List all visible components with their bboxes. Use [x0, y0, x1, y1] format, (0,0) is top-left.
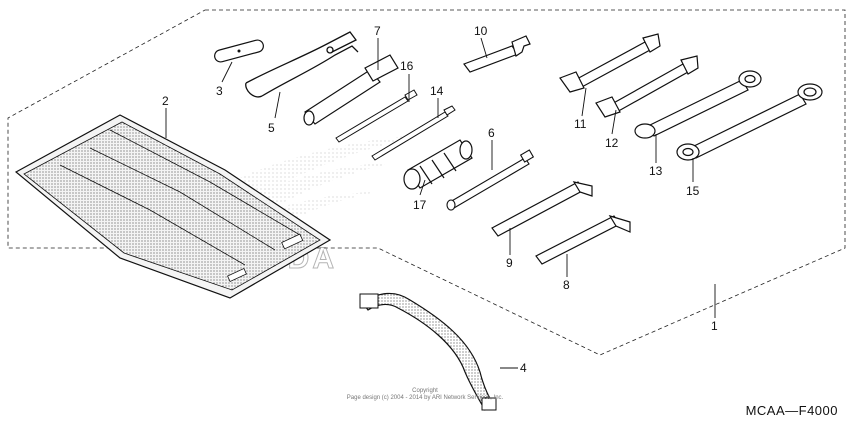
callout-7: 7: [374, 24, 381, 38]
plate-tool: [214, 39, 264, 63]
callout-16: 16: [400, 59, 414, 73]
wrench-11: [559, 33, 661, 93]
callout-1: 1: [711, 319, 718, 333]
hex-key-8: [535, 214, 631, 265]
copyright-notice: Copyright Page design (c) 2004 - 2014 by…: [300, 388, 550, 402]
copyright-line-1: Copyright: [412, 388, 438, 394]
callout-2: 2: [162, 94, 169, 108]
wrench-12: [595, 55, 699, 118]
tool-bag: [14, 114, 332, 299]
callout-4: 4: [520, 361, 527, 375]
wrench-15: [676, 83, 823, 161]
callout-8: 8: [563, 278, 570, 292]
callout-6: 6: [488, 126, 495, 140]
callout-10: 10: [474, 24, 488, 38]
callout-3: 3: [216, 84, 223, 98]
socket-extension: [303, 54, 399, 126]
callout-11: 11: [574, 117, 587, 131]
assembly-outline: [7, 9, 846, 356]
callout-9: 9: [506, 256, 513, 270]
strap: [359, 292, 497, 411]
callout-12: 12: [605, 136, 619, 150]
screwdriver-bit-14: [371, 105, 456, 161]
wrench-10: [463, 35, 531, 73]
extension-bar: [446, 149, 535, 211]
copyright-line-2: Page design (c) 2004 - 2014 by ARI Netwo…: [346, 395, 504, 401]
diagram-code: MCAA—F4000: [745, 403, 838, 418]
leader-lines: [165, 37, 716, 369]
screwdriver-bit-16: [335, 89, 418, 143]
screwdriver-handle: [403, 139, 473, 190]
pliers: [245, 31, 359, 98]
callout-5: 5: [268, 121, 275, 135]
callout-15: 15: [686, 184, 700, 198]
callout-14: 14: [430, 84, 444, 98]
callout-13: 13: [649, 164, 663, 178]
wrench-13: [634, 70, 762, 139]
callout-17: 17: [413, 198, 427, 212]
hex-key-9: [491, 181, 593, 237]
